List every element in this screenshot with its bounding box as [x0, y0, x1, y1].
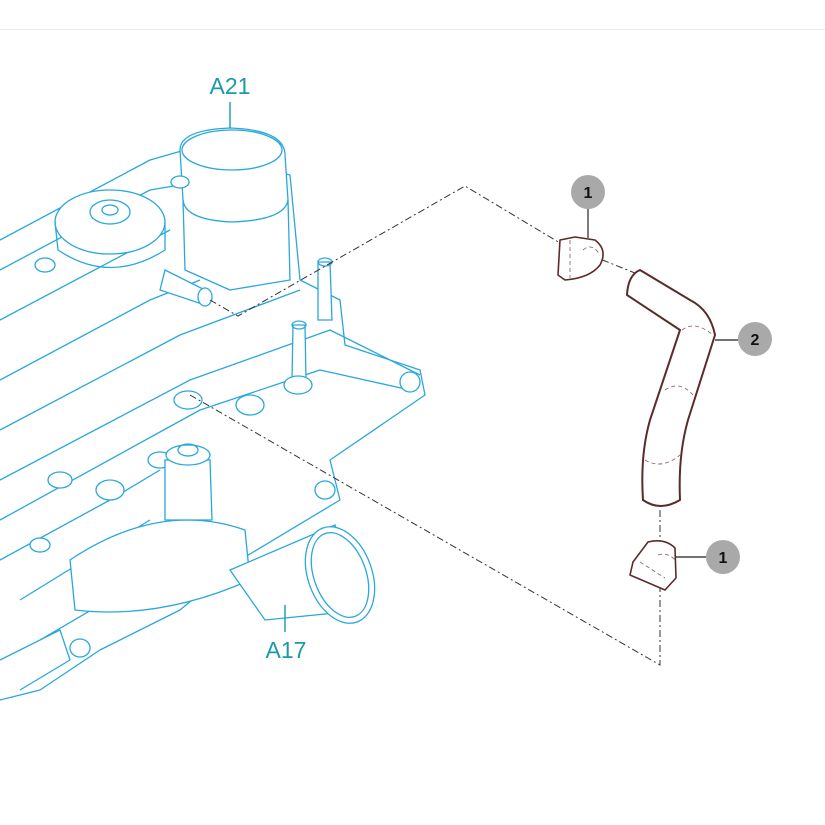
callout-number: 1 — [584, 185, 593, 202]
callout-2[interactable]: 2 — [715, 322, 772, 356]
engine-assembly — [0, 127, 426, 701]
assembly-path-lower — [189, 394, 661, 666]
assembly-label-a21[interactable]: A21 — [210, 73, 251, 99]
clamp-lower[interactable] — [629, 540, 677, 591]
assembly-path-upper — [209, 185, 641, 317]
clamp-upper[interactable] — [557, 236, 604, 281]
callout-number: 2 — [751, 332, 760, 349]
callout-1-upper[interactable]: 1 — [571, 175, 605, 238]
hose-part[interactable] — [626, 269, 716, 507]
header-divider — [0, 29, 825, 30]
callout-number: 1 — [719, 550, 728, 567]
assembly-label-a17[interactable]: A17 — [266, 637, 307, 663]
callout-1-lower[interactable]: 1 — [676, 540, 740, 574]
